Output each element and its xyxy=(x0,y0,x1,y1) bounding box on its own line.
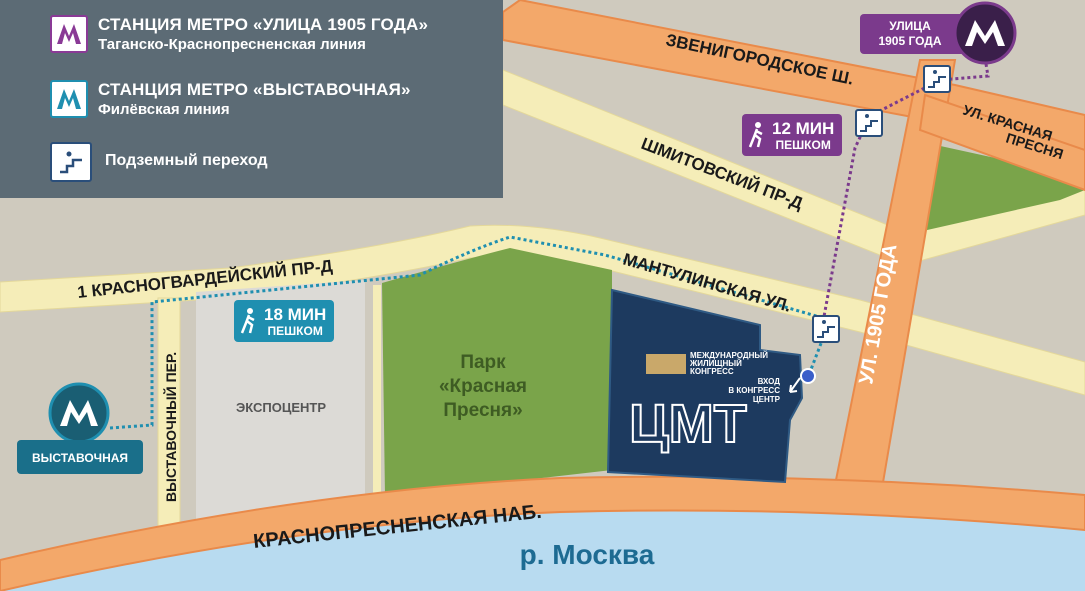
metro-m-icon xyxy=(50,15,88,53)
pedestrian-icon xyxy=(742,122,772,148)
label-congress-3: КОНГРЕСС xyxy=(690,367,734,376)
station-vystavochnaya-label: ВЫСТАВОЧНАЯ xyxy=(32,451,128,465)
label-park-2: «Красная xyxy=(439,376,527,397)
road-krasnogvardeysky xyxy=(0,224,1085,396)
legend-title: СТАНЦИЯ МЕТРО «ВЫСТАВОЧНАЯ» xyxy=(98,80,411,99)
metro-station-vystavochnaya[interactable] xyxy=(48,382,110,444)
label-vystavochny: ВЫСТАВОЧНЫЙ ПЕР. xyxy=(162,352,179,502)
congress-logo-icon xyxy=(646,354,686,374)
cmt-building xyxy=(606,288,804,484)
walk-minutes: 12 МИН xyxy=(772,118,835,138)
label-cmt: ЦМТ xyxy=(629,394,746,454)
road-krasnaya-presnya xyxy=(918,93,1085,192)
label-congress-2: ЖИЛИЩНЫЙ xyxy=(689,359,742,368)
walk-word: ПЕШКОМ xyxy=(775,137,831,152)
station-ulitsa-1905-label-1: УЛИЦА xyxy=(889,19,931,33)
walk-minutes: 18 МИН xyxy=(264,304,327,324)
green-square xyxy=(905,140,1085,235)
metro-m-icon xyxy=(965,20,1005,46)
label-congress-1: МЕЖДУНАРОДНЫЙ xyxy=(690,351,768,360)
entrance-marker[interactable] xyxy=(800,368,816,384)
walk-badge-12-min: 12 МИН ПЕШКОМ xyxy=(742,114,842,156)
label-river: р. Москва xyxy=(520,539,655,570)
label-entrance-2: В КОНГРЕСС xyxy=(728,386,780,395)
walk-badge-18-min: 18 МИН ПЕШКОМ xyxy=(234,300,334,342)
underpass-icon xyxy=(50,142,92,182)
metro-station-ulitsa-1905[interactable] xyxy=(953,1,1017,65)
legend-title: Подземный переход xyxy=(105,152,268,169)
station-ulitsa-1905-label-2: 1905 ГОДА xyxy=(878,34,941,48)
walk-word: ПЕШКОМ xyxy=(267,323,323,338)
label-park-3: Пресня» xyxy=(443,400,522,421)
park-krasnaya-presnya xyxy=(382,248,612,496)
road-expo-side xyxy=(373,285,381,500)
underpass-icon[interactable] xyxy=(812,315,840,343)
label-entrance-3: ЦЕНТР xyxy=(753,395,781,404)
legend-panel: СТАНЦИЯ МЕТРО «УЛИЦА 1905 ГОДА» Таганско… xyxy=(0,0,503,198)
label-park-1: Парк xyxy=(460,352,506,373)
metro-m-icon xyxy=(60,400,98,426)
walk-path-teal xyxy=(109,235,832,430)
entrance-arrow-icon xyxy=(789,377,801,393)
underpass-icon[interactable] xyxy=(855,109,883,137)
river xyxy=(0,509,1085,591)
pedestrian-icon xyxy=(234,308,264,334)
road-naberezhnaya xyxy=(0,475,1085,591)
label-entrance-1: ВХОД xyxy=(758,377,781,386)
legend-subtitle: Филёвская линия xyxy=(98,101,230,118)
station-ulitsa-1905-label-bg xyxy=(860,14,970,54)
underpass-icon[interactable] xyxy=(923,65,951,93)
label-expocentre: ЭКСПОЦЕНТР xyxy=(236,400,326,415)
legend-title: СТАНЦИЯ МЕТРО «УЛИЦА 1905 ГОДА» xyxy=(98,15,429,34)
station-vystavochnaya-label-bg xyxy=(17,440,143,474)
metro-m-icon xyxy=(50,80,88,118)
legend-subtitle: Таганско-Краснопресненская линия xyxy=(98,36,366,53)
